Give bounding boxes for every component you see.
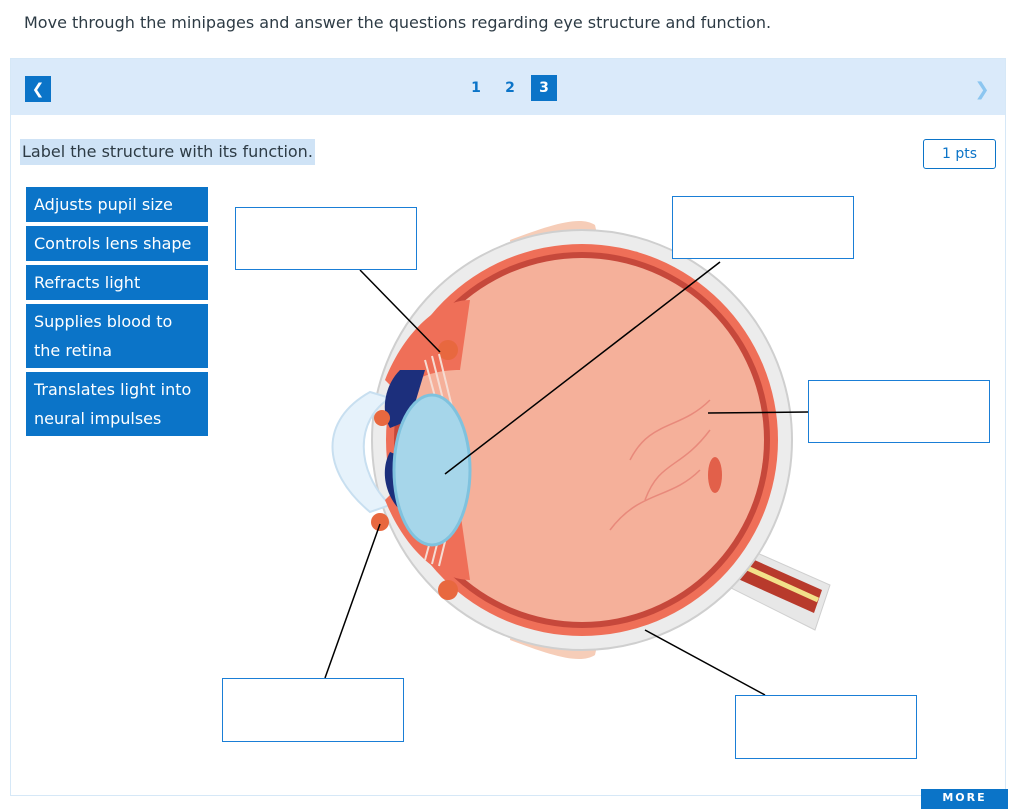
- page-2-button[interactable]: 2: [505, 80, 515, 96]
- drop-target-retina[interactable]: [808, 380, 990, 443]
- vitreous-body: [400, 258, 764, 622]
- leader-line-ciliary: [359, 269, 441, 353]
- drop-target-ciliary[interactable]: [235, 207, 417, 270]
- drop-target-lens[interactable]: [672, 196, 854, 259]
- leader-line-lens: [444, 261, 721, 475]
- retinal-blood-vessels: [609, 399, 711, 531]
- lens: [392, 393, 472, 547]
- iris-bottom: [371, 513, 389, 531]
- eye-diagram: [331, 220, 831, 660]
- leader-line-retina: [707, 411, 809, 414]
- page-3-button[interactable]: 3: [531, 75, 557, 101]
- question-text: Label the structure with its function.: [20, 139, 315, 165]
- answer-chip-refracts-light[interactable]: Refracts light: [26, 265, 208, 300]
- chevron-right-icon[interactable]: ❯: [974, 78, 990, 100]
- page-numbers: 1 2 3: [463, 75, 557, 101]
- fovea: [708, 457, 722, 493]
- instruction-text: Move through the minipages and answer th…: [24, 13, 772, 32]
- answer-chip-adjusts-pupil[interactable]: Adjusts pupil size: [26, 187, 208, 222]
- cornea: [331, 390, 393, 514]
- ciliary-body-bottom: [438, 580, 458, 600]
- page-1-button[interactable]: 1: [471, 80, 481, 96]
- minipage-nav: ❮ 1 2 3 ❯: [11, 59, 1005, 115]
- drop-target-choroid[interactable]: [735, 695, 917, 759]
- points-badge: 1 pts: [923, 139, 996, 169]
- answer-chip-controls-lens[interactable]: Controls lens shape: [26, 226, 208, 261]
- answer-chip-translates-light[interactable]: Translates light into neural impulses: [26, 372, 208, 436]
- chevron-left-icon[interactable]: ❮: [25, 76, 51, 102]
- answer-chip-supplies-blood[interactable]: Supplies blood to the retina: [26, 304, 208, 368]
- iris-top: [374, 410, 390, 426]
- drop-target-iris[interactable]: [222, 678, 404, 742]
- iris-dark-top: [384, 370, 425, 428]
- leader-line-choroid: [644, 629, 766, 696]
- more-button[interactable]: MORE: [921, 789, 1008, 809]
- leader-line-iris: [324, 523, 381, 679]
- ciliary-body-top: [438, 340, 458, 360]
